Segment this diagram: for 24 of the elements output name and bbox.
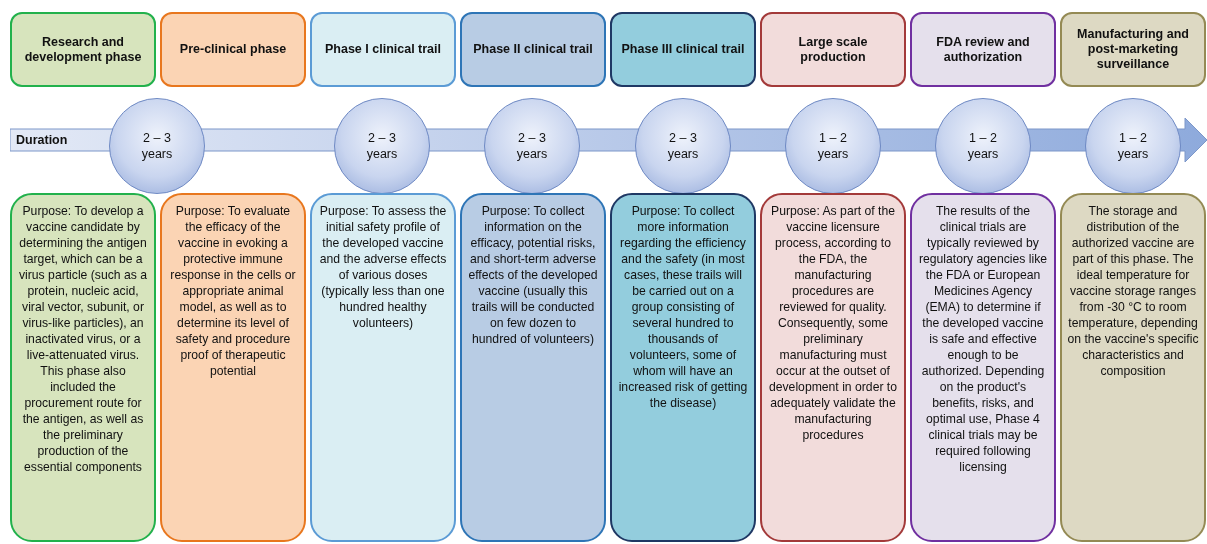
duration-circle: 2 – 3 years bbox=[109, 98, 205, 194]
duration-circle: 2 – 3 years bbox=[334, 98, 430, 194]
duration-circle: 1 – 2 years bbox=[1085, 98, 1181, 194]
phase-description-box: The results of the clinical trials are typically reviewed by regulatory agencies like the FDA or European Medicines Agency (EMA) to determine if the developed vaccine is safe and effective enough to be authorized. Depending on the product's benefits, risks, and optimal use, Phase 4 clinical trials may be required following licensing bbox=[910, 193, 1056, 542]
duration-circle: 2 – 3 years bbox=[484, 98, 580, 194]
duration-circle: 2 – 3 years bbox=[635, 98, 731, 194]
phase-header-box: FDA review and authorization bbox=[910, 12, 1056, 87]
phase-header-box: Phase III clinical trail bbox=[610, 12, 756, 87]
phase-header-box: Phase II clinical trail bbox=[460, 12, 606, 87]
phase-description-box: Purpose: To collect information on the efficacy, potential risks, and short-term adverse effects of the developed vaccine (usually this trails will be conducted on few dozen to hundred of volunteers) bbox=[460, 193, 606, 542]
phase-description-box: Purpose: To collect more information regarding the efficiency and the safety (in most cases, these trails will be carried out on a group consisting of several hundred to thousands of volunteers, some of whom will have an increased risk of getting the disease) bbox=[610, 193, 756, 542]
duration-circle: 1 – 2 years bbox=[935, 98, 1031, 194]
phase-header-box: Research and development phase bbox=[10, 12, 156, 87]
phase-description-box: Purpose: To develop a vaccine candidate by determining the antigen target, which can be a virus particle (such as a protein, nucleic acid, viral vector, subunit, or virus-like particles), an inactivated virus, or a live-attenuated virus. This phase also included the procurement route for the antigen, as well as the preliminary production of the essential components bbox=[10, 193, 156, 542]
duration-circle: 1 – 2 years bbox=[785, 98, 881, 194]
phase-header-box: Pre-clinical phase bbox=[160, 12, 306, 87]
phase-description-box: The storage and distribution of the authorized vaccine are part of this phase. The ideal temperature for vaccine storage ranges from -30 °C to room temperature, depending on the vaccine's specific characteristics and composition bbox=[1060, 193, 1206, 542]
phase-header-box: Manufacturing and post-marketing surveillance bbox=[1060, 12, 1206, 87]
phase-header-box: Large scale production bbox=[760, 12, 906, 87]
phase-description-box: Purpose: To evaluate the efficacy of the vaccine in evoking a protective immune response in the cells or appropriate animal model, as well as to determine its level of safety and procedure proof of therapeutic potential bbox=[160, 193, 306, 542]
phase-header-box: Phase I clinical trail bbox=[310, 12, 456, 87]
phase-description-box: Purpose: To assess the initial safety profile of the developed vaccine and the adverse effects of various doses (typically less than one hundred healthy volunteers) bbox=[310, 193, 456, 542]
phase-description-box: Purpose: As part of the vaccine licensure process, according to the FDA, the manufacturing procedures are reviewed for quality. Consequently, some preliminary manufacturing must occur at the outset of development in order to adequately validate the manufacturing procedures bbox=[760, 193, 906, 542]
duration-label: Duration bbox=[16, 133, 68, 147]
